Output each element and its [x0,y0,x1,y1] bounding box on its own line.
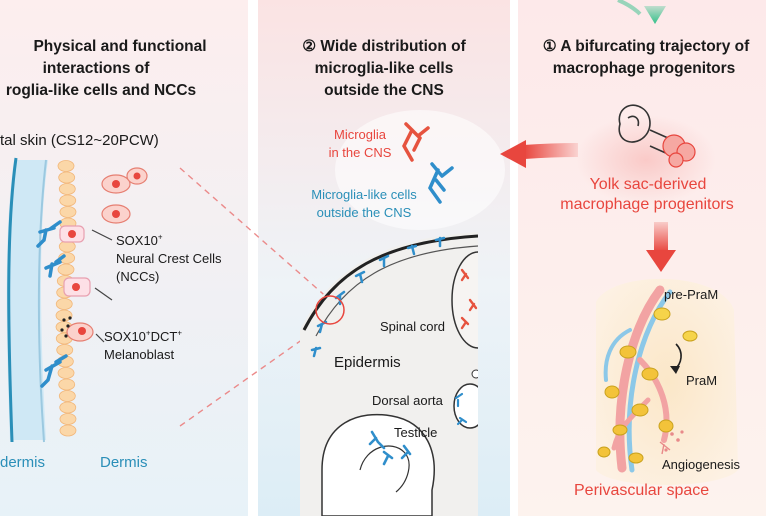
keratinocyte [58,183,76,195]
keratinocyte [58,240,76,253]
ncc-label-line1: SOX10+ [116,232,163,249]
pre-pram-label: pre-PraM [664,287,719,302]
legend-cns-line2: in the CNS [328,145,392,160]
keratinocyte [57,263,75,276]
legend-cns-line1: Microglia [333,127,386,142]
perivascular-label: Perivascular space [574,482,710,499]
spinal-cord-label: Spinal cord [380,319,446,334]
keratinocyte [59,206,77,218]
ncc-label-line3: (NCCs) [116,269,160,284]
panel2-title-line2: microglia-like cells [314,60,454,77]
skin-diagram [6,157,77,443]
epidermis-label-left: dermis [0,454,46,471]
ncc-label-line2: Neural Crest Cells [116,251,222,266]
keratinocyte [55,298,73,310]
panel2-title-line3: outside the CNS [324,82,444,99]
mel-marker-b: DCT [150,329,178,344]
melanoblast-label-line1: SOX10+DCT+ [104,328,182,345]
dorsal-aorta-label: Dorsal aorta [372,393,443,408]
keratinocyte [57,367,75,379]
mel-marker-a: SOX10 [104,329,146,344]
legend-microglia-cns-icon [402,122,430,162]
arrow-down-to-perivascular [646,222,676,272]
aorta-microglia-like-cells [454,392,468,426]
keratinocyte [56,344,74,356]
legend-outside-line1: Microglia-like cells [311,187,417,202]
skin-microglia-like-cells [36,220,68,388]
panel2-title-line1: ② Wide distribution of [302,38,466,55]
keratinocyte [57,160,75,172]
legend-outside-line2: outside the CNS [316,205,412,220]
keratinocyte [59,424,77,437]
ncc-cells [59,167,148,343]
legend-glow [335,110,505,230]
keratinocyte [59,194,77,207]
perivascular-space [596,278,738,485]
zoom-dashed-lines [179,167,331,427]
skin-stage-label: tal skin (CS12~20PCW) [0,132,159,149]
panel3-title-line2: interactions of [42,60,150,77]
ncc-marker: SOX10 [116,233,158,248]
melanoblast-label-line2: Melanoblast [104,347,175,362]
legend-microglia-like-icon [428,162,454,204]
yolk-sac-cells [662,134,696,168]
panel1-title-line1: ① A bifurcating trajectory of [542,38,750,55]
yolk-label-line2: macrophage progenitors [560,196,734,213]
testicle-label: Testicle [394,425,438,440]
keratinocyte [58,171,76,184]
angiogenesis-label: Angiogenesis [662,457,741,472]
zoom-circle [315,295,345,325]
testicle-microglia-like-cells [368,430,412,466]
epidermis-microglia-like-cells [310,236,446,358]
panel3-title-line3: roglia-like cells and NCCs [5,82,197,99]
keratinocyte [59,413,77,425]
ncc-marker-sup: + [157,232,163,242]
spinal-cord-microglia [460,268,478,330]
dermis-label: Dermis [100,454,148,471]
mel-marker-a-sup: + [145,328,151,338]
top-green-arrow [617,0,666,24]
mel-marker-b-sup: + [177,328,182,338]
panel1-title-line2: macrophage progenitors [552,60,736,77]
yolk-label-line1: Yolk sac-derived [589,176,707,193]
pram-label: PraM [686,373,718,388]
keratinocyte [58,378,76,391]
panel3-title-line1: Physical and functional [33,38,207,55]
arrow-to-panel2 [500,140,579,168]
keratinocyte [59,401,77,414]
keratinocyte [58,390,76,402]
epidermis-label-mid: Epidermis [334,354,401,371]
embryo-section [300,232,478,516]
